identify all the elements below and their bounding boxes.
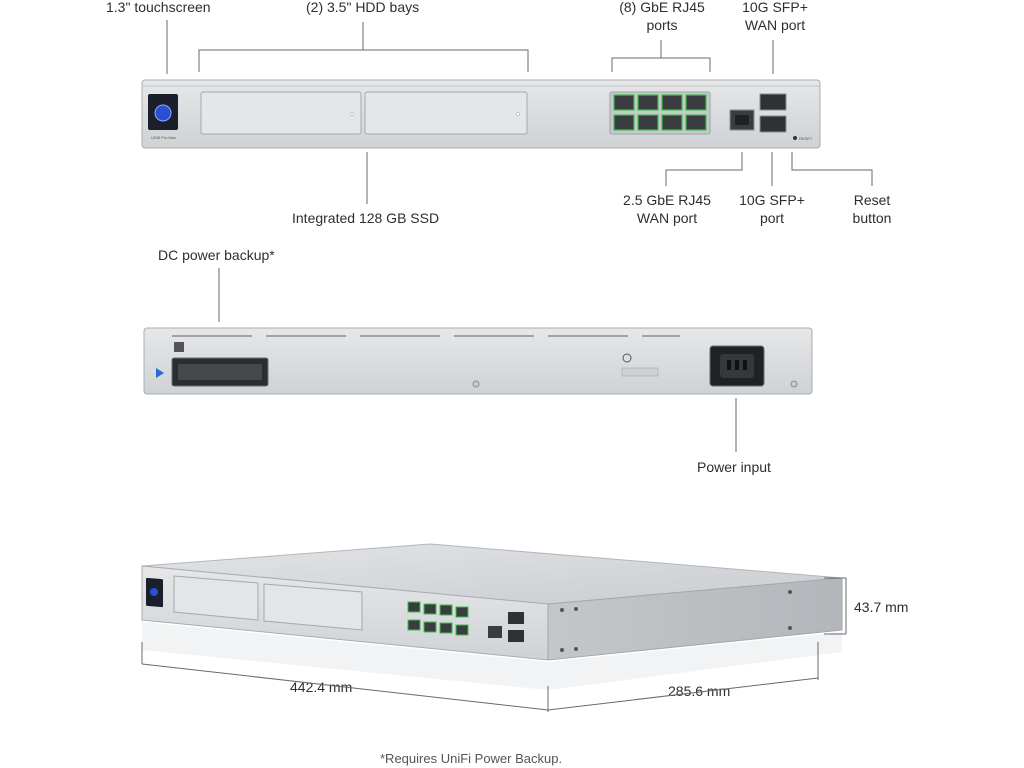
iso-side-face	[547, 577, 843, 661]
iso-gbe-port	[455, 624, 469, 636]
ubiquiti-logo-icon	[622, 353, 632, 363]
footnote: *Requires UniFi Power Backup.	[380, 751, 563, 766]
iso-wan-25-port	[488, 626, 502, 638]
gbe-port	[613, 114, 635, 131]
screw-icon	[790, 380, 798, 388]
reset-tag: RESET	[799, 136, 813, 141]
iso-reflection	[142, 622, 842, 690]
rear-chassis	[143, 327, 813, 395]
iso-hdd-bay-1	[173, 575, 259, 621]
sfp-wan-label-line1: 10G SFP+	[742, 0, 808, 15]
wan-25-label-line2: WAN port	[636, 210, 698, 226]
hdd-bays-leader	[198, 49, 529, 72]
gbe-port	[661, 114, 683, 131]
ssd-label: Integrated 128 GB SSD	[292, 210, 440, 226]
hdd-bays-label: (2) 3.5" HDD bays	[306, 0, 420, 15]
iso-sfp-wan-port	[508, 612, 524, 624]
gbe-ports-label-line1: (8) GbE RJ45	[619, 0, 705, 15]
touchscreen-label: 1.3" touchscreen	[106, 0, 211, 15]
gbe-ports	[613, 94, 707, 131]
hdd-bay-1	[200, 91, 362, 135]
arrow-icon	[156, 368, 164, 378]
reset-label-line2: button	[852, 210, 892, 226]
power-input-label: Power input	[697, 459, 771, 475]
gbe-port	[661, 94, 683, 111]
iso-gbe-ports	[407, 601, 469, 636]
iso-gbe-port	[423, 621, 437, 633]
wan-25-label: 2.5 GbE RJ45 WAN port	[612, 191, 722, 227]
iso-sfp-lan-port	[508, 630, 524, 642]
iso-gbe-port	[407, 601, 421, 613]
sfp-port-label: 10G SFP+ port	[730, 191, 814, 227]
iso-screw-icon	[560, 648, 564, 652]
iso-view	[141, 543, 843, 690]
rear-leaders	[218, 268, 737, 452]
hdd-bay-2	[364, 91, 528, 135]
reset-leader	[791, 152, 873, 186]
reset-label: Reset button	[840, 191, 904, 227]
wan-25-port-inner	[735, 115, 749, 125]
gbe-port	[613, 94, 635, 111]
gbe-port	[637, 94, 659, 111]
iso-gbe-port	[423, 603, 437, 615]
sfp-wan-label-line2: WAN port	[744, 17, 806, 33]
depth-dimension-label: 285.6 mm	[668, 683, 731, 699]
depth-dimension-line	[547, 677, 819, 711]
gbe-ports-label: (8) GbE RJ45 ports	[612, 0, 712, 34]
dimension-lines	[141, 577, 847, 712]
gbe-port	[685, 114, 707, 131]
front-view: UDM Pro Max RESET	[141, 79, 821, 149]
gbe-port-block	[609, 91, 711, 135]
sfp-wan-label: 10G SFP+ WAN port	[732, 0, 818, 34]
gbe-port	[685, 94, 707, 111]
wan-25-label-line1: 2.5 GbE RJ45	[623, 192, 711, 208]
rear-label-plate	[621, 367, 659, 377]
touchscreen-icon	[154, 104, 172, 122]
rear-view	[143, 327, 813, 395]
iso-screw-icon	[560, 608, 564, 612]
iso-gbe-port	[439, 604, 453, 616]
height-dimension-label: 43.7 mm	[854, 599, 909, 615]
sfp-lan-port	[759, 115, 787, 133]
hdd-bay-2-led-icon	[516, 112, 520, 116]
front-badge: UDM Pro Max	[151, 135, 176, 140]
iso-screw-icon	[788, 590, 792, 594]
power-inlet-pin	[727, 360, 731, 370]
front-leaders	[166, 20, 873, 204]
width-dimension-line	[141, 663, 549, 711]
wan-25-leader	[665, 152, 743, 186]
power-inlet-pin	[743, 360, 747, 370]
iso-gbe-port	[455, 606, 469, 618]
iso-hdd-bay-2	[263, 583, 363, 631]
reset-button-icon	[793, 136, 797, 140]
iso-touchscreen-icon	[150, 588, 158, 596]
sfp-port-label-line2: port	[759, 210, 785, 226]
iso-screw-icon	[574, 607, 578, 611]
sfp-port-label-line1: 10G SFP+	[739, 192, 805, 208]
gbe-ports-leader	[611, 57, 711, 72]
iso-gbe-port	[439, 622, 453, 634]
gbe-port	[637, 114, 659, 131]
rear-qr-code	[174, 342, 184, 352]
iso-screw-icon	[788, 626, 792, 630]
screw-icon	[472, 380, 480, 388]
sfp-wan-port	[759, 93, 787, 111]
iso-gbe-port	[407, 619, 421, 631]
hdd-bay-1-led-icon	[350, 112, 354, 116]
reset-label-line1: Reset	[853, 192, 891, 208]
dc-backup-label: DC power backup*	[158, 247, 275, 263]
dc-backup-connector-pins	[178, 364, 262, 380]
power-inlet-pin	[735, 360, 739, 370]
gbe-ports-label-line2: ports	[646, 17, 678, 33]
iso-screw-icon	[574, 647, 578, 651]
